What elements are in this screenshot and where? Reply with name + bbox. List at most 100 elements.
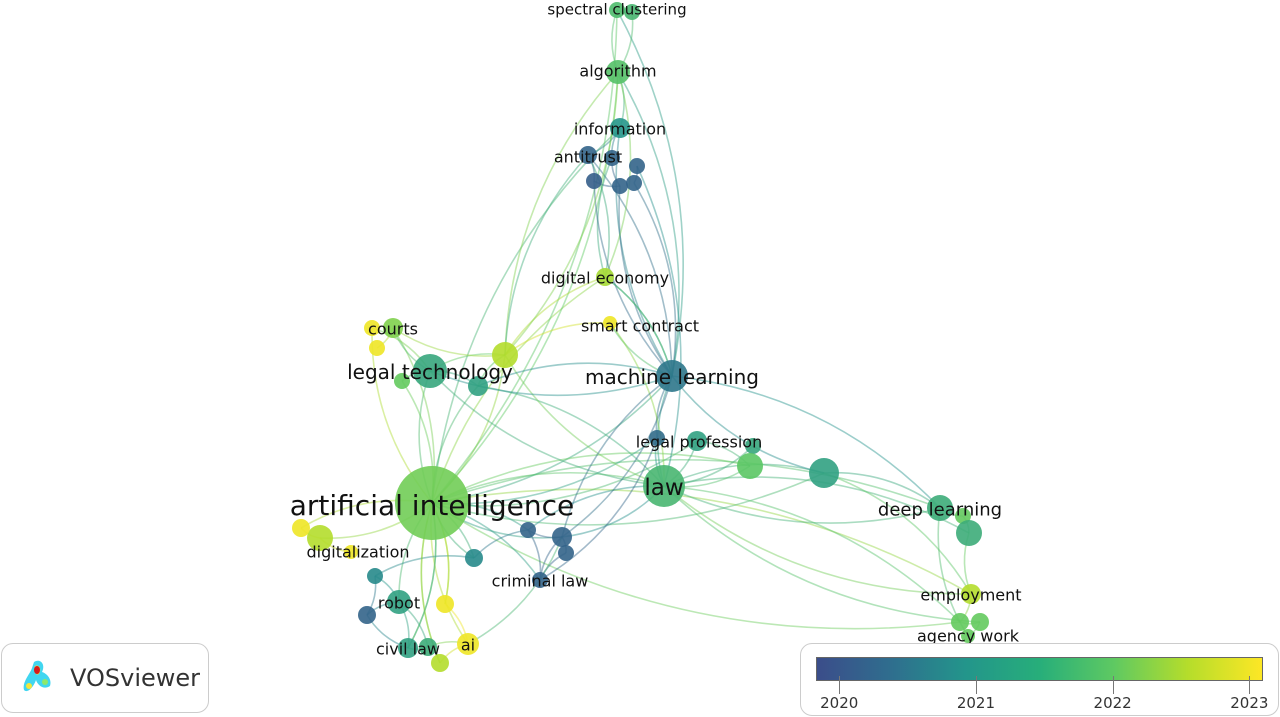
node-unlabeled[interactable] — [344, 545, 358, 559]
link — [587, 154, 673, 377]
link — [609, 322, 665, 487]
legend-tick — [975, 676, 977, 694]
node-machine-learning[interactable] — [656, 360, 688, 392]
node-unlabeled[interactable] — [956, 520, 982, 546]
node-deep-learning[interactable] — [927, 495, 953, 521]
link — [561, 375, 673, 538]
node-unlabeled[interactable] — [612, 178, 628, 194]
node-unlabeled[interactable] — [364, 320, 380, 336]
link — [431, 276, 606, 504]
node-spectral-clustering[interactable] — [609, 2, 625, 18]
labels: spectral clusteringalgorithminformationa… — [290, 0, 1022, 658]
link — [539, 437, 658, 581]
node-label-spectral-clustering: spectral clustering — [547, 0, 686, 18]
node-label-legal-technology: legal technology — [347, 360, 513, 384]
node-label-criminal-law: criminal law — [492, 572, 589, 591]
nodes[interactable] — [292, 2, 989, 672]
node-digitalization[interactable] — [307, 525, 333, 551]
link — [431, 488, 972, 595]
link — [431, 472, 825, 526]
node-unlabeled[interactable] — [520, 522, 536, 538]
node-civil-law[interactable] — [398, 638, 418, 658]
node-legal-profession[interactable] — [649, 430, 665, 446]
node-unlabeled[interactable] — [737, 453, 763, 479]
link — [504, 71, 619, 356]
node-unlabeled[interactable] — [468, 376, 488, 396]
node-label-ai: ai — [461, 636, 475, 655]
link — [504, 71, 619, 356]
link — [504, 354, 665, 487]
node-unlabeled[interactable] — [369, 340, 385, 356]
node-unlabeled[interactable] — [629, 158, 645, 174]
node-antitrust[interactable] — [579, 146, 597, 164]
node-unlabeled[interactable] — [626, 175, 642, 191]
node-unlabeled[interactable] — [961, 629, 975, 643]
link — [663, 485, 981, 623]
node-unlabeled[interactable] — [971, 613, 989, 631]
node-unlabeled[interactable] — [465, 549, 483, 567]
node-artificial-intelligence[interactable] — [395, 466, 469, 540]
node-unlabeled[interactable] — [419, 638, 437, 656]
node-unlabeled[interactable] — [745, 438, 761, 454]
link — [587, 154, 610, 278]
node-employment[interactable] — [961, 584, 981, 604]
color-scale-bar — [816, 657, 1263, 681]
node-label-agency-work: agency work — [917, 627, 1020, 646]
node-unlabeled[interactable] — [809, 458, 839, 488]
link — [477, 385, 665, 487]
link — [431, 71, 619, 504]
vosviewer-logo-icon — [23, 660, 51, 692]
node-unlabeled[interactable] — [394, 373, 410, 389]
node-label-antitrust: antitrust — [554, 148, 622, 167]
node-law[interactable] — [643, 465, 685, 507]
node-ai[interactable] — [457, 633, 479, 655]
link — [467, 536, 563, 645]
node-unlabeled[interactable] — [558, 545, 574, 561]
node-unlabeled[interactable] — [492, 342, 518, 368]
link — [596, 157, 613, 278]
link — [561, 375, 673, 538]
vosviewer-logo: VOSviewer — [1, 643, 209, 713]
link — [663, 485, 961, 623]
link — [431, 9, 618, 504]
node-unlabeled[interactable] — [292, 519, 310, 537]
link — [429, 370, 673, 397]
legend-tick — [839, 676, 841, 694]
node-unlabeled[interactable] — [552, 527, 572, 547]
node-label-robot: robot — [378, 594, 420, 613]
link — [616, 9, 684, 377]
node-algorithm[interactable] — [606, 60, 630, 84]
node-label-digital-economy: digital economy — [541, 269, 669, 288]
node-courts[interactable] — [383, 318, 403, 338]
legend-tick — [1112, 676, 1114, 694]
node-agency-work[interactable] — [951, 613, 969, 631]
node-unlabeled[interactable] — [358, 606, 376, 624]
node-unlabeled[interactable] — [586, 173, 602, 189]
node-label-civil-law: civil law — [376, 640, 440, 659]
node-smart-contract[interactable] — [603, 316, 617, 330]
node-information[interactable] — [610, 118, 630, 138]
node-legal-technology[interactable] — [413, 354, 447, 388]
node-label-smart-contract: smart contract — [581, 317, 699, 336]
node-unlabeled[interactable] — [687, 431, 707, 451]
link — [504, 154, 589, 356]
node-unlabeled[interactable] — [955, 508, 971, 524]
link — [617, 71, 680, 377]
node-unlabeled[interactable] — [367, 568, 383, 584]
node-label-algorithm: algorithm — [579, 62, 656, 81]
node-criminal-law[interactable] — [532, 572, 548, 588]
link — [504, 276, 606, 356]
vosviewer-logo-text: VOSviewer — [70, 664, 201, 692]
node-digital-economy[interactable] — [596, 268, 614, 286]
node-robot[interactable] — [387, 590, 411, 614]
node-unlabeled[interactable] — [624, 4, 640, 20]
legend-tick-label: 2021 — [956, 694, 996, 712]
node-unlabeled[interactable] — [436, 595, 454, 613]
node-label-law: law — [644, 475, 683, 501]
node-unlabeled[interactable] — [604, 150, 620, 166]
legend-tick — [1249, 676, 1251, 694]
node-label-legal-profession: legal profession — [636, 433, 762, 452]
node-unlabeled[interactable] — [431, 654, 449, 672]
link — [477, 362, 673, 387]
